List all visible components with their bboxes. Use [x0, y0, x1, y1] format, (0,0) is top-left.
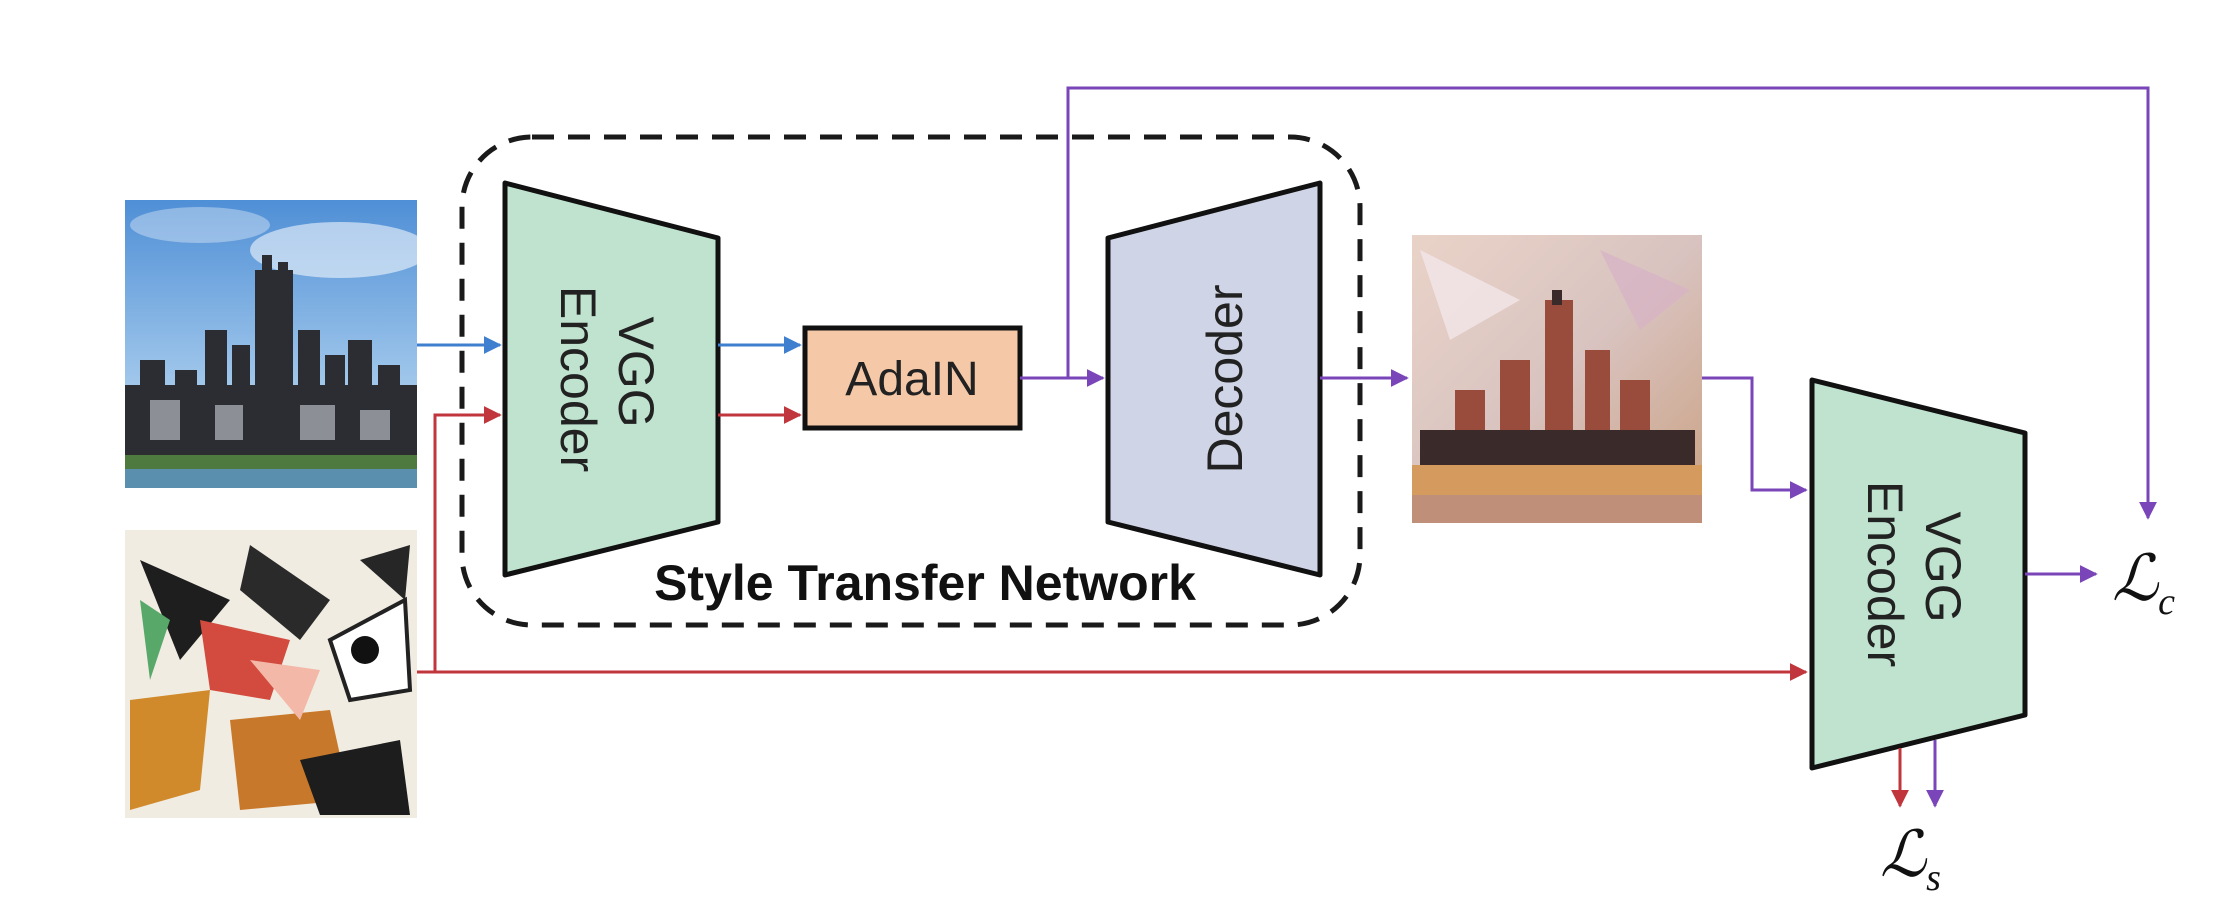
- output-to-loss-encoder-arrow: [1702, 376, 1808, 499]
- style-transfer-network-label: Style Transfer Network: [654, 555, 1196, 611]
- adain-label: AdaIN: [845, 353, 978, 406]
- vgg-encoder-shape: [502, 180, 721, 578]
- style-loss-label: ℒs: [1880, 819, 1941, 899]
- stylized-output-image: [1412, 235, 1702, 523]
- adain-to-content-loss-arrow: [1066, 86, 2157, 520]
- style-image: [125, 530, 417, 818]
- style-transfer-network-boundary: [459, 134, 1363, 628]
- style-to-encoder-arrow: [417, 406, 502, 674]
- content-image: [125, 200, 430, 488]
- decoder-label: Decoder: [1197, 285, 1253, 474]
- loss-vgg-encoder-label: VGG Encoder: [1857, 481, 1971, 667]
- loss-vgg-encoder-shape: [1809, 377, 2028, 771]
- decoder-shape: [1105, 180, 1323, 578]
- vgg-encoder-label: VGG Encoder: [550, 286, 664, 472]
- content-loss-label: ℒc: [2112, 543, 2175, 623]
